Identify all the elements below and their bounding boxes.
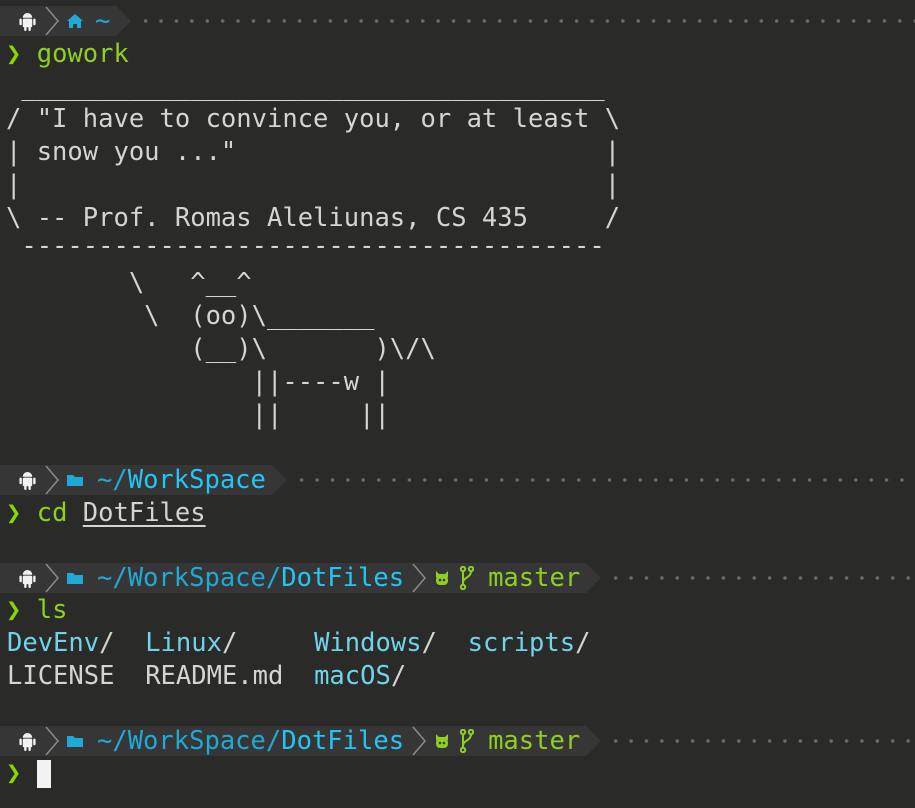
dir-slash: / (221, 628, 238, 658)
output-line: \ ^__^ (6, 268, 252, 299)
prompt-segment: ~ (0, 6, 132, 36)
path-parent: ~/WorkSpace/ (97, 726, 282, 756)
folder-icon (67, 473, 83, 487)
prompt-segment: ~/WorkSpace/DotFiles master (0, 563, 602, 593)
github-icon (434, 570, 450, 586)
prompt-filler-dots (608, 726, 915, 756)
separator-chevron-icon (412, 726, 426, 756)
git-branch-icon (460, 729, 474, 753)
file-entry: LICENSE (7, 660, 115, 691)
output-line: ______________________________________ (6, 71, 605, 102)
spacer (283, 661, 314, 691)
dir-slash: / (390, 660, 407, 691)
output-line: / "I have to convince you, or at least \ (6, 104, 621, 135)
prompt-chevron-icon: ❯ (6, 595, 22, 626)
android-icon (18, 568, 37, 589)
command-argument: DotFiles (82, 497, 206, 528)
prompt-path: ~ (95, 6, 111, 36)
path-current: DotFiles (281, 726, 405, 756)
output-line: | | (6, 170, 621, 200)
prompt-bar: ~/WorkSpace (0, 465, 915, 495)
home-icon (67, 14, 83, 28)
directory-entry: Linux (145, 628, 222, 658)
output-line: \ -- Prof. Romas Aleliunas, CS 435 / (6, 202, 621, 233)
folder-icon (67, 571, 83, 585)
prompt-segment: ~/WorkSpace (0, 465, 287, 495)
prompt-bar: ~/WorkSpace/DotFiles master (0, 726, 915, 756)
output-line: | snow you ..." | (6, 137, 621, 168)
output-line: -------------------------------------- (6, 231, 605, 261)
ls-output-row: DevEnv/ Linux/ Windows/ scripts/ (7, 627, 590, 660)
ls-output-row: LICENSE README.md macOS/ (7, 660, 406, 693)
file-entry: README.md (145, 660, 284, 691)
git-branch-icon (460, 566, 474, 590)
android-icon (18, 470, 37, 491)
output-line: (__)\ )\/\ (6, 334, 436, 364)
separator-chevron-icon (45, 563, 59, 593)
output-line: || || (6, 399, 390, 430)
command-text: gowork (36, 38, 129, 69)
prompt-chevron-icon: ❯ (6, 497, 22, 528)
command-text: cd (36, 497, 68, 528)
prompt-filler-dots (293, 465, 915, 495)
directory-entry: DevEnv (7, 628, 100, 658)
prompt-bar: ~ (0, 6, 915, 36)
command-line: ❯ gowork (6, 38, 129, 71)
directory-entry: scripts (467, 628, 576, 658)
command-line: ❯ ls (6, 594, 67, 627)
separator-chevron-icon (45, 726, 59, 756)
git-branch-name: master (488, 563, 581, 593)
prompt-path: ~/WorkSpace/DotFiles (97, 726, 404, 756)
dir-slash: / (421, 628, 437, 658)
output-line: ||----w | (6, 366, 390, 397)
command-line: ❯ cd DotFiles (6, 497, 206, 530)
prompt-path: ~/WorkSpace/DotFiles (97, 563, 404, 593)
android-icon (18, 11, 37, 32)
spacer (237, 628, 314, 658)
input-line[interactable]: ❯ (6, 757, 51, 790)
separator-chevron-icon (45, 465, 59, 495)
folder-icon (67, 734, 83, 748)
prompt-bar: ~/WorkSpace/DotFiles master (0, 563, 915, 593)
spacer (114, 628, 145, 658)
output-line: \ (oo)\_______ (6, 301, 375, 332)
separator-chevron-icon (412, 563, 426, 593)
prompt-filler-dots (138, 6, 915, 36)
path-current: WorkSpace (127, 465, 266, 495)
path-parent: ~/ (97, 465, 128, 495)
directory-entry: macOS (314, 660, 391, 691)
dir-slash: / (99, 628, 115, 658)
separator-chevron-icon (45, 6, 59, 36)
github-icon (434, 733, 450, 749)
prompt-path: ~/WorkSpace (97, 465, 272, 495)
spacer (437, 628, 468, 658)
text-cursor (36, 760, 51, 788)
path-current: DotFiles (281, 563, 405, 593)
spacer (114, 661, 145, 691)
prompt-segment: ~/WorkSpace/DotFiles master (0, 726, 602, 756)
dir-slash: / (575, 628, 591, 658)
git-branch-name: master (488, 726, 581, 756)
prompt-filler-dots (608, 563, 915, 593)
path-parent: ~/WorkSpace/ (97, 563, 282, 593)
prompt-chevron-icon: ❯ (6, 758, 22, 788)
directory-entry: Windows (314, 628, 422, 658)
android-icon (18, 731, 37, 752)
command-text: ls (36, 595, 68, 626)
prompt-chevron-icon: ❯ (6, 38, 22, 69)
